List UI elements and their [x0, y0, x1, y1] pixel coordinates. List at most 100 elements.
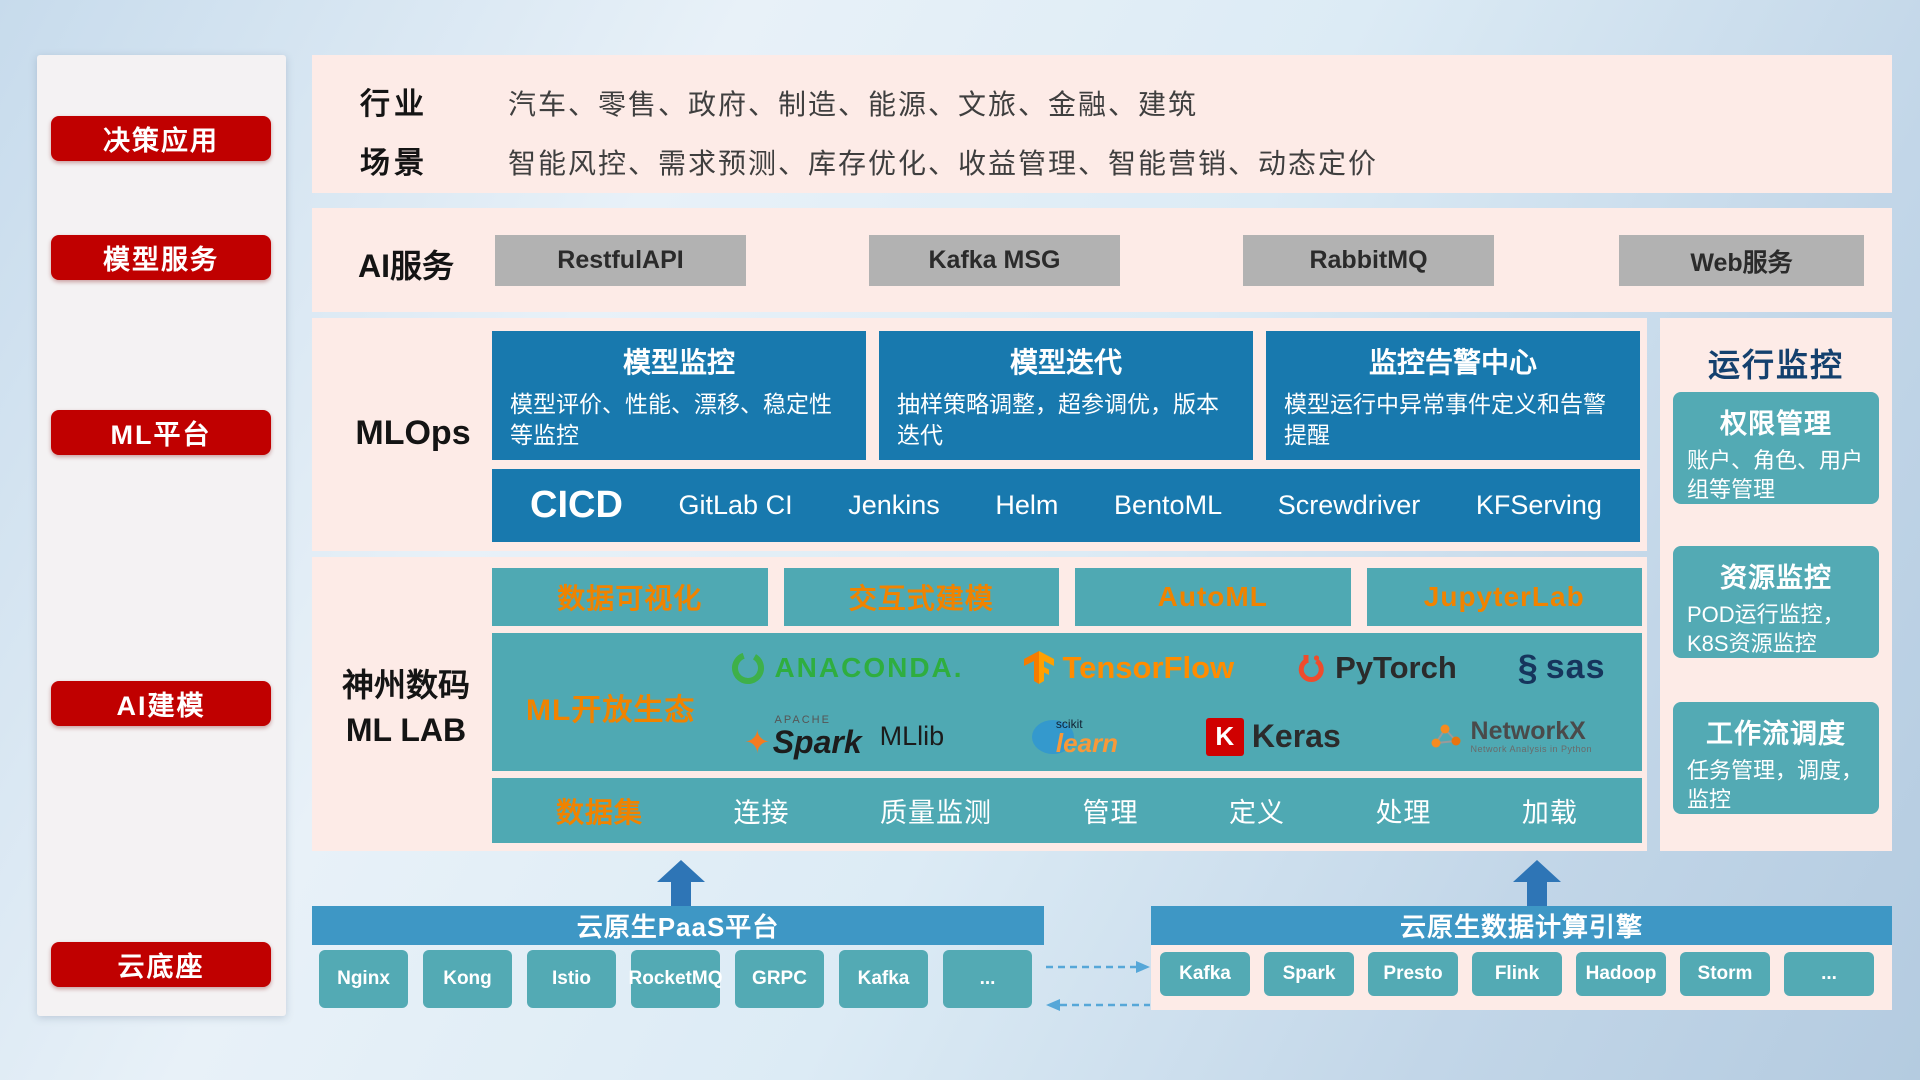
spark-star-icon: ✦ [743, 724, 771, 760]
automl-button[interactable]: AutoML [1075, 568, 1351, 626]
sidebar-item-ai-modeling[interactable]: AI建模 [51, 681, 271, 726]
jupyterlab-button[interactable]: JupyterLab [1366, 568, 1642, 626]
define-label: 定义 [1228, 798, 1285, 828]
scikit-learn-wordmark: scikit learn [1056, 718, 1118, 756]
card-title: 权限管理 [1720, 409, 1832, 439]
sas-logo: § sas [1518, 647, 1606, 689]
left-layer-sidebar: 决策应用 模型服务 ML平台 AI建模 云底座 [37, 55, 286, 1016]
card-title: 工作流调度 [1706, 719, 1846, 749]
anaconda-logo: ANACONDA. [730, 650, 963, 686]
run-monitor-column: 运行监控 权限管理 账户、角色、用户组等管理 资源监控 POD运行监控，K8S资… [1660, 318, 1892, 851]
alert-center-card: 监控告警中心 模型运行中异常事件定义和告警提醒 [1266, 331, 1640, 460]
card-title: 模型迭代 [1009, 347, 1122, 378]
scikit-label: scikit [1055, 716, 1083, 731]
card-desc: 模型运行中异常事件定义和告警提醒 [1284, 391, 1606, 449]
model-monitoring-card: 模型监控 模型评价、性能、漂移、稳定性等监控 [492, 331, 866, 460]
up-arrow-icon [657, 860, 705, 911]
rocketmq-chip[interactable]: RocketMQ [629, 950, 722, 1008]
rabbitmq-button[interactable]: RabbitMQ [1243, 235, 1494, 286]
web-service-button[interactable]: Web服务 [1619, 235, 1864, 286]
apache-label: APACHE [774, 714, 831, 726]
networkx-subtitle: Network Analysis in Python [1470, 744, 1593, 755]
flink-chip[interactable]: Flink [1472, 952, 1562, 996]
ml-lab-label-line2: ML LAB [345, 711, 467, 748]
presto-chip[interactable]: Presto [1368, 952, 1458, 996]
ml-open-ecosystem-area: ML开放生态 ANACONDA. TensorFlow [492, 633, 1642, 771]
tensorflow-label: TensorFlow [1062, 649, 1235, 685]
kong-chip[interactable]: Kong [423, 950, 512, 1008]
kafka-chip[interactable]: Kafka [839, 950, 928, 1008]
engine-components: Kafka Spark Presto Flink Hadoop Storm ..… [1160, 952, 1874, 996]
card-desc: POD运行监控，K8S资源监控 [1687, 602, 1845, 656]
data-engine-bar: 云原生数据计算引擎 [1151, 906, 1892, 945]
ml-lab-label-line1: 神州数码 [341, 667, 470, 703]
manage-label: 管理 [1082, 798, 1139, 828]
grpc-chip[interactable]: GRPC [735, 950, 824, 1008]
card-title: 资源监控 [1720, 563, 1832, 593]
ml-ecosystem-logos: ANACONDA. TensorFlow [700, 633, 1636, 771]
hadoop-chip[interactable]: Hadoop [1576, 952, 1666, 996]
spark-chip[interactable]: Spark [1264, 952, 1354, 996]
cicd-label: CICD [530, 484, 623, 526]
run-monitor-title: 运行监控 [1707, 347, 1844, 383]
more-chip[interactable]: ... [943, 950, 1032, 1008]
industry-text: 汽车、零售、政府、制造、能源、文旅、金融、建筑 [508, 89, 1199, 120]
nginx-chip[interactable]: Nginx [319, 950, 408, 1008]
anaconda-label: ANACONDA. [774, 651, 964, 683]
sidebar-item-model-service[interactable]: 模型服务 [51, 235, 271, 280]
card-desc: 抽样策略调整，超参调优，版本迭代 [897, 391, 1219, 449]
logo-row-2: APACHE ✦Spark MLlib scikit learn K [700, 702, 1636, 771]
workflow-scheduler-card: 工作流调度 任务管理，调度，监控 [1673, 702, 1879, 814]
sas-label: sas [1545, 648, 1606, 686]
ai-service-label: AI服务 [358, 248, 455, 284]
dataset-label: 数据集 [556, 796, 644, 828]
sidebar-item-cloud-base[interactable]: 云底座 [51, 942, 271, 987]
screwdriver-item: Screwdriver [1277, 490, 1421, 520]
jenkins-item: Jenkins [848, 490, 940, 520]
istio-chip[interactable]: Istio [527, 950, 616, 1008]
ai-service-section: AI服务 RestfulAPI Kafka MSG RabbitMQ Web服务 [312, 208, 1892, 312]
permission-management-card: 权限管理 账户、角色、用户组等管理 [1673, 392, 1879, 504]
restfulapi-button[interactable]: RestfulAPI [495, 235, 746, 286]
card-desc: 账户、角色、用户组等管理 [1687, 448, 1864, 502]
scikit-learn-logo: scikit learn [1031, 718, 1118, 756]
data-visualization-button[interactable]: 数据可视化 [492, 568, 768, 626]
card-desc: 模型评价、性能、漂移、稳定性等监控 [510, 391, 832, 449]
gitlab-ci-item: GitLab CI [678, 490, 793, 520]
anaconda-icon [732, 651, 765, 684]
ml-lab-label: 神州数码 ML LAB [320, 663, 492, 753]
tensorflow-logo: TensorFlow [1024, 650, 1234, 686]
ml-lab-section: 神州数码 ML LAB 数据可视化 交互式建模 AutoML JupyterLa… [312, 557, 1647, 851]
kafka-chip[interactable]: Kafka [1160, 952, 1250, 996]
mlops-section: MLOps 模型监控 模型评价、性能、漂移、稳定性等监控 模型迭代 抽样策略调整… [312, 318, 1647, 551]
pytorch-label: PyTorch [1335, 649, 1457, 685]
networkx-wordmark: NetworkX Network Analysis in Python [1470, 716, 1593, 755]
mlops-cards: 模型监控 模型评价、性能、漂移、稳定性等监控 模型迭代 抽样策略调整，超参调优，… [492, 331, 1640, 460]
spark-label: ✦Spark [743, 724, 862, 760]
bentoml-item: BentoML [1114, 490, 1223, 520]
keras-logo: K Keras [1205, 717, 1341, 756]
helm-item: Helm [995, 490, 1059, 520]
quality-monitor-label: 质量监测 [879, 798, 992, 828]
industry-row: 行业 汽车、零售、政府、制造、能源、文旅、金融、建筑 [360, 79, 1198, 123]
card-title: 模型监控 [622, 347, 735, 378]
resource-monitor-card: 资源监控 POD运行监控，K8S资源监控 [1673, 546, 1879, 658]
kafka-msg-button[interactable]: Kafka MSG [869, 235, 1120, 286]
sidebar-item-decision-apps[interactable]: 决策应用 [51, 116, 271, 161]
mlops-label: MLOps [355, 414, 471, 452]
storm-chip[interactable]: Storm [1680, 952, 1770, 996]
keras-label: Keras [1251, 718, 1341, 754]
sidebar-item-ml-platform[interactable]: ML平台 [51, 410, 271, 455]
industry-label: 行业 [360, 88, 428, 121]
up-arrow-icon [1513, 860, 1561, 911]
keras-icon: K [1205, 717, 1244, 756]
tensorflow-icon [1024, 650, 1055, 684]
dataset-pipeline-bar: 数据集 连接 质量监测 管理 定义 处理 加载 [492, 778, 1642, 843]
paas-platform-bar: 云原生PaaS平台 [312, 906, 1044, 945]
networkx-label: NetworkX [1470, 716, 1586, 745]
scikit-learn-icon [1031, 719, 1074, 754]
more-chip[interactable]: ... [1784, 952, 1874, 996]
interactive-modeling-button[interactable]: 交互式建模 [783, 568, 1059, 626]
load-label: 加载 [1521, 798, 1578, 828]
